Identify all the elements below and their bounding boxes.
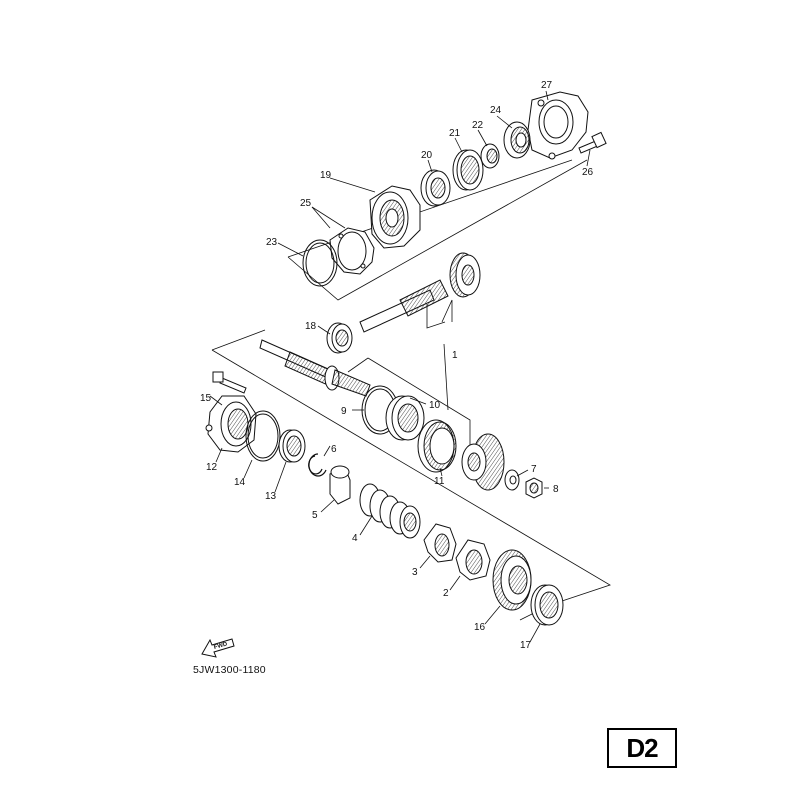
part-22-nut (480, 143, 500, 169)
callout-20: 20 (421, 150, 433, 161)
part-7-washer (504, 469, 520, 491)
callout-6: 6 (331, 444, 337, 455)
part-8-nut (525, 477, 543, 499)
leader-lines (209, 90, 591, 643)
callout-10: 10 (429, 400, 441, 411)
page-label: D2 (626, 732, 658, 763)
callout-4: 4 (352, 533, 358, 544)
callout-16: 16 (474, 622, 486, 633)
part-13-seal (278, 429, 306, 463)
part-25-shims (329, 227, 375, 275)
bevel-gear (461, 433, 505, 491)
part-11-ring (417, 419, 457, 473)
part-5-collar (329, 465, 351, 505)
part-14-o-ring (245, 410, 281, 462)
part-15-bolt (212, 371, 247, 394)
callout-24: 24 (490, 105, 502, 116)
callout-21: 21 (449, 128, 461, 139)
callout-numbers: 27 26 24 22 21 20 19 25 23 18 1 15 9 10 … (200, 80, 594, 651)
part-6-circlip (308, 453, 327, 477)
callout-17: 17 (520, 640, 532, 651)
callout-27: 27 (541, 80, 553, 91)
diagram-code: 5JW1300-1180 (193, 664, 266, 676)
callout-26: 26 (582, 167, 594, 178)
callout-8: 8 (553, 484, 559, 495)
part-18-bearing (326, 322, 353, 354)
callout-19: 19 (320, 170, 332, 181)
callout-3: 3 (412, 567, 418, 578)
part-26-bolt (578, 131, 607, 154)
part-24-bearing (503, 121, 531, 159)
part-4-shim-stack (359, 483, 421, 539)
fwd-arrow-icon: FWD (201, 638, 235, 658)
part-19-housing (369, 185, 421, 249)
callout-13: 13 (265, 491, 277, 502)
callout-12: 12 (206, 462, 218, 473)
callout-22: 22 (472, 120, 484, 131)
part-17-bearing (530, 584, 564, 626)
drive-shaft (259, 339, 371, 397)
part-1-gear-shaft (359, 252, 481, 333)
callout-14: 14 (234, 477, 246, 488)
part-2-hub (455, 539, 491, 581)
callout-23: 23 (266, 237, 278, 248)
part-27-housing (527, 91, 589, 160)
part-20-bearing (420, 169, 451, 207)
part-12-housing (205, 395, 257, 453)
callout-15: 15 (200, 393, 212, 404)
callout-2: 2 (443, 588, 449, 599)
part-16-gear (492, 549, 532, 611)
part-10-bearing (385, 395, 425, 441)
callout-1: 1 (452, 350, 458, 361)
part-21-shim (452, 149, 484, 191)
callout-7: 7 (531, 464, 537, 475)
part-23-o-ring (302, 239, 338, 287)
part-3-dog (423, 523, 457, 563)
callout-25: 25 (300, 198, 312, 209)
page-label-box: D2 (607, 728, 677, 768)
callout-11: 11 (434, 476, 445, 487)
fwd-label: FWD (213, 641, 228, 651)
callout-5: 5 (312, 510, 318, 521)
callout-9: 9 (341, 406, 347, 417)
callout-18: 18 (305, 321, 317, 332)
